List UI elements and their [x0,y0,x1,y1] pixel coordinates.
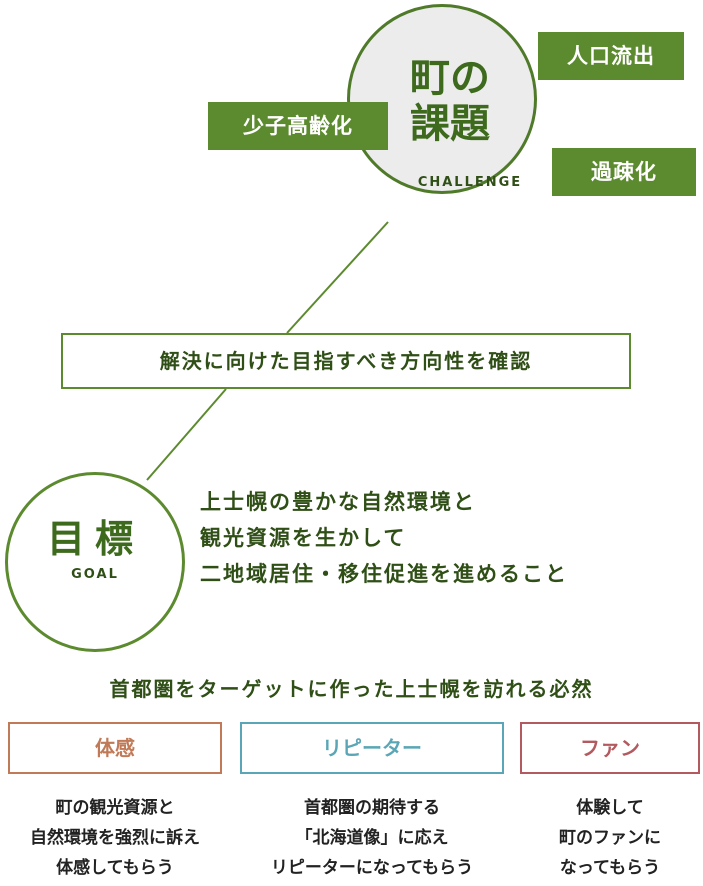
challenge-subtitle: CHALLENGE [417,175,523,190]
desc-line: 町の観光資源と [55,798,175,818]
challenge-title-line1: 町の [410,54,490,101]
desc-line: 「北海道像」に応え [295,828,449,848]
tag-depopulation: 過疎化 [552,148,696,196]
direction-box: 解決に向けた目指すべき方向性を確認 [61,333,631,389]
category-fan: ファン [520,722,700,774]
category-experience-desc: 町の観光資源と 自然環境を強烈に訴え 体感してもらう [0,793,230,883]
connector-challenge-to-box [286,221,389,334]
desc-line: 体験して [576,798,644,818]
desc-line: 体感してもらう [56,858,174,878]
category-experience: 体感 [8,722,222,774]
category-repeater: リピーター [240,722,504,774]
desc-line: なってもらう [559,858,661,878]
headline: 首都圏をターゲットに作った上士幌を訪れる必然 [109,677,594,701]
challenge-title: 町の 課題 [395,55,505,147]
desc-line: リピーターになってもらう [270,858,474,878]
goal-circle [5,472,185,652]
goal-text-line: 上士幌の豊かな自然環境と [200,490,476,514]
goal-subtitle: GOAL [71,567,119,582]
connector-box-to-goal [146,388,227,481]
goal-text-line: 観光資源を生かして [200,526,407,550]
tag-aging-population: 少子高齢化 [208,102,388,150]
category-fan-desc: 体験して 町のファンに なってもらう [515,793,703,883]
desc-line: 自然環境を強烈に訴え [30,828,200,848]
desc-line: 首都圏の期待する [304,798,440,818]
tag-population-outflow: 人口流出 [538,32,684,80]
goal-text-line: 二地域居住・移住促進を進めること [200,562,568,586]
challenge-circle [347,4,537,194]
goal-title: 目標 [46,516,143,561]
desc-line: 町のファンに [559,828,661,848]
challenge-title-line2: 課題 [410,100,490,147]
goal-text: 上士幌の豊かな自然環境と 観光資源を生かして 二地域居住・移住促進を進めること [200,484,700,592]
category-repeater-desc: 首都圏の期待する 「北海道像」に応え リピーターになってもらう [232,793,512,883]
